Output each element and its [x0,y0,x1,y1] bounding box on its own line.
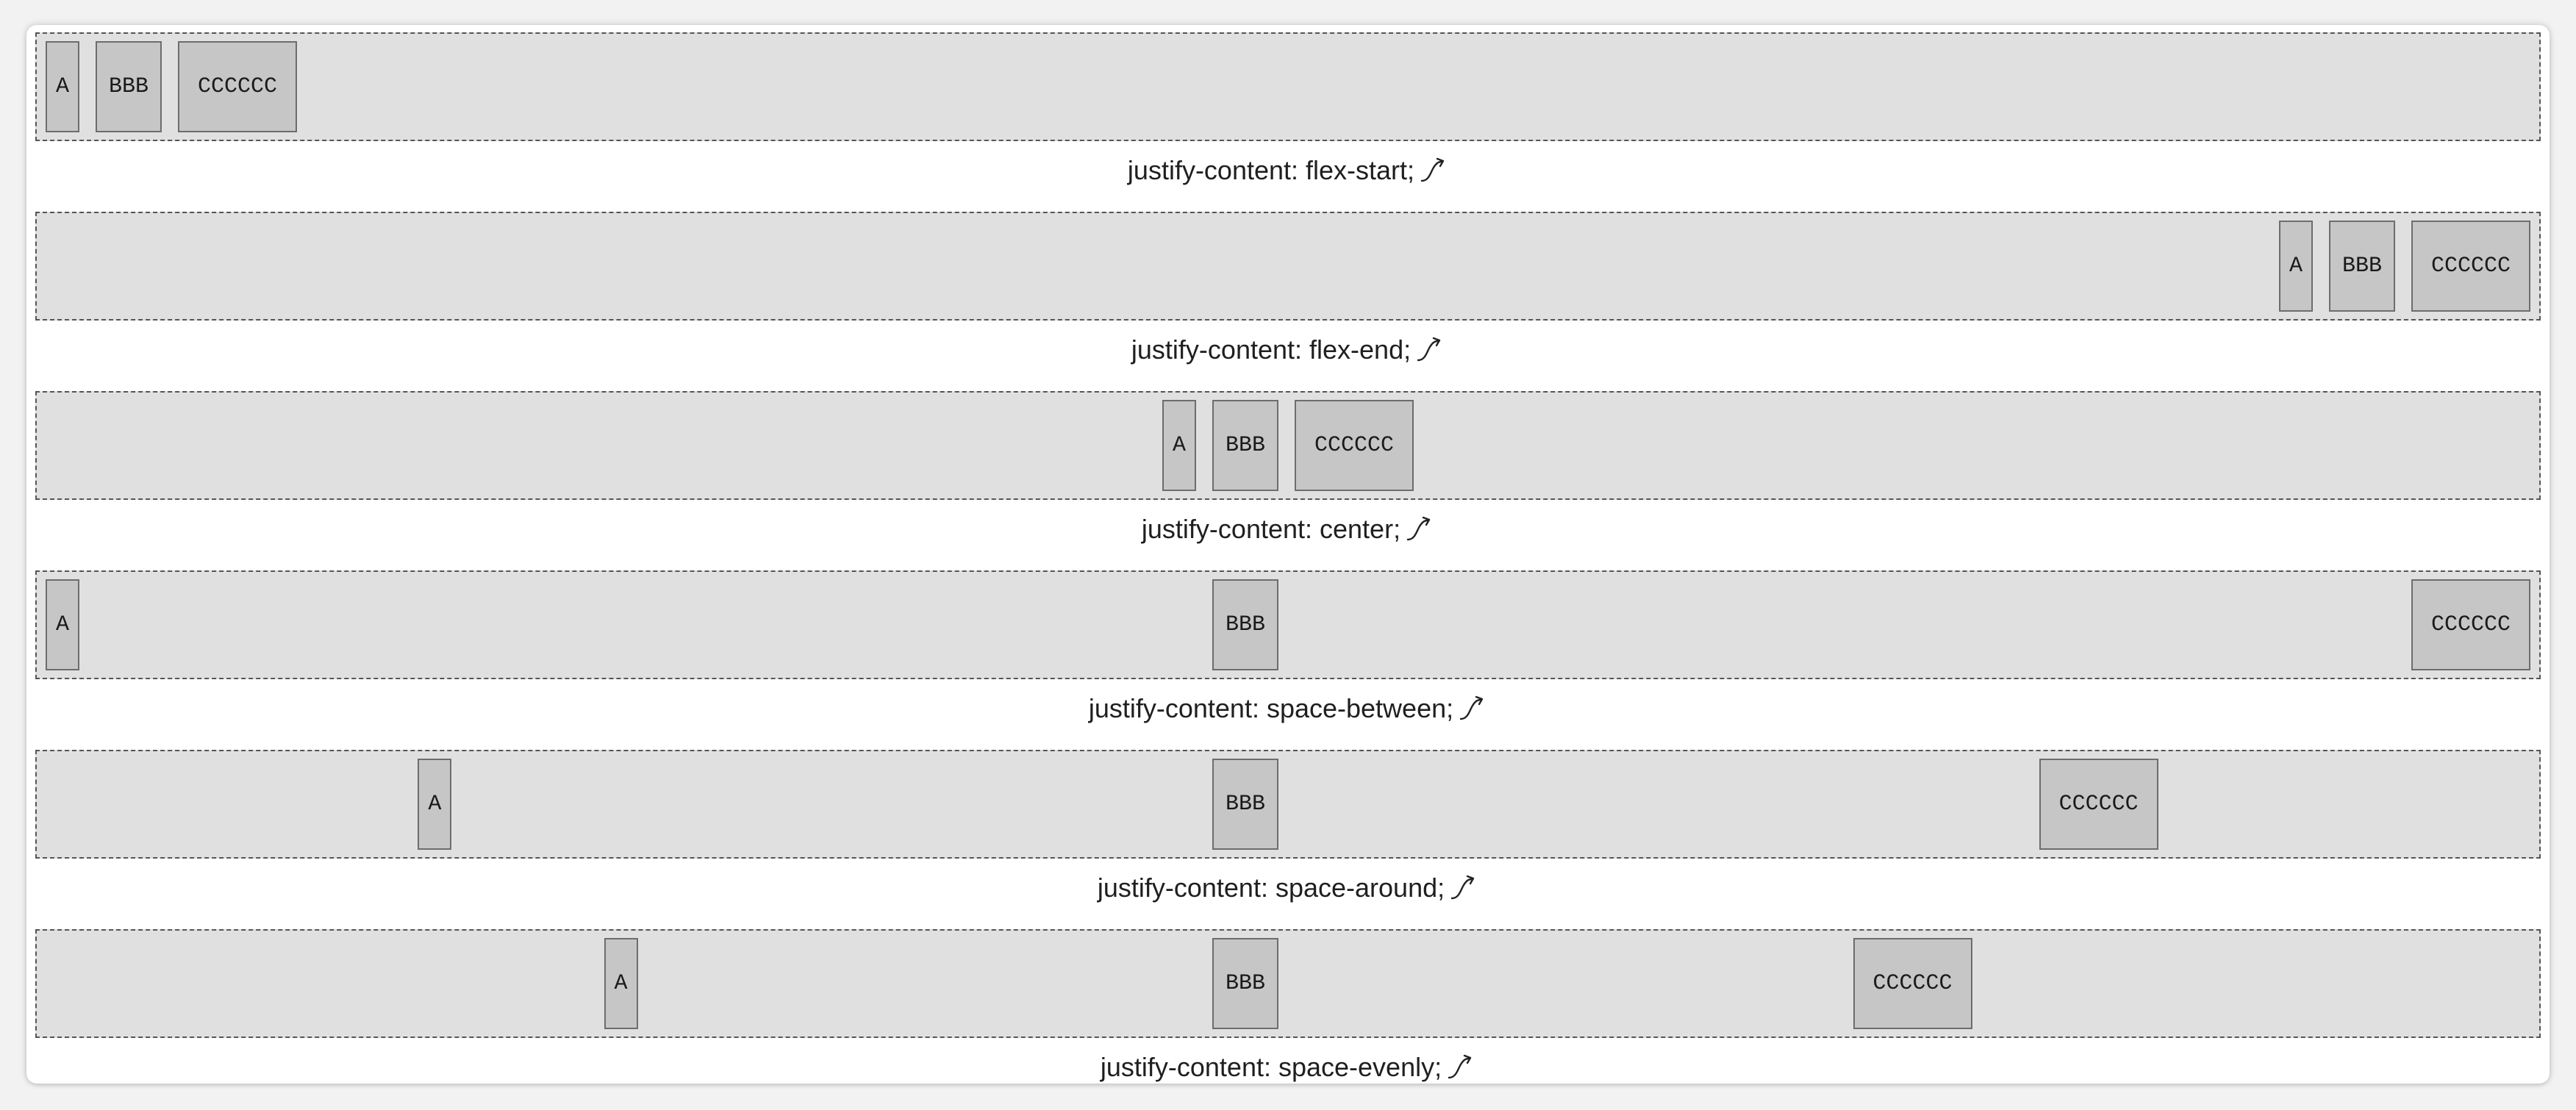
flex-item-a: A [418,759,452,850]
caption-text: justify-content: center; [1141,514,1401,544]
flex-item-c: CCCCCC [178,41,297,132]
flex-container: A BBB CCCCCC [35,32,2541,141]
curved-arrow-icon[interactable] [1458,694,1487,723]
caption-row: justify-content: space-around; [35,859,2541,917]
demo-space-evenly: A BBB CCCCCC justify-content: space-even… [35,929,2541,1084]
flex-item-a: A [2279,221,2313,312]
demo-panel: A BBB CCCCCC justify-content: flex-start… [26,25,2550,1084]
caption-row: justify-content: flex-end; [35,321,2541,379]
flex-item-c: CCCCCC [2411,221,2530,312]
flex-item-c: CCCCCC [2411,579,2530,670]
curved-arrow-icon[interactable] [1405,515,1434,544]
flex-item-b: BBB [96,41,162,132]
flex-item-b: BBB [2329,221,2395,312]
flex-container: A BBB CCCCCC [35,929,2541,1038]
demo-space-between: A BBB CCCCCC justify-content: space-betw… [35,570,2541,738]
flex-item-c: CCCCCC [1853,938,1972,1029]
caption-text: justify-content: space-evenly; [1100,1052,1442,1082]
flex-item-b: BBB [1212,400,1278,491]
flex-container: A BBB CCCCCC [35,750,2541,859]
flex-container: A BBB CCCCCC [35,391,2541,500]
curved-arrow-icon[interactable] [1449,873,1478,903]
flex-item-a: A [46,41,79,132]
flex-item-a: A [604,938,638,1029]
flex-item-b: BBB [1212,579,1278,670]
flex-item-c: CCCCCC [1295,400,1414,491]
flex-container: A BBB CCCCCC [35,212,2541,321]
flex-container: A BBB CCCCCC [35,570,2541,679]
caption-text: justify-content: flex-start; [1127,155,1415,185]
curved-arrow-icon[interactable] [1419,156,1448,185]
caption-text: justify-content: space-around; [1097,873,1445,903]
flex-item-a: A [1162,400,1196,491]
caption-row: justify-content: center; [35,500,2541,559]
caption-row: justify-content: space-evenly; [35,1038,2541,1084]
curved-arrow-icon[interactable] [1446,1053,1475,1082]
caption-row: justify-content: space-between; [35,679,2541,738]
flex-item-b: BBB [1212,938,1278,1029]
flex-item-a: A [46,579,79,670]
caption-text: justify-content: flex-end; [1131,334,1412,365]
demo-flex-end: A BBB CCCCCC justify-content: flex-end; [35,212,2541,379]
caption-text: justify-content: space-between; [1088,693,1454,723]
demo-space-around: A BBB CCCCCC justify-content: space-arou… [35,750,2541,917]
flex-item-b: BBB [1212,759,1278,850]
caption-row: justify-content: flex-start; [35,141,2541,200]
demo-center: A BBB CCCCCC justify-content: center; [35,391,2541,559]
flex-item-c: CCCCCC [2039,759,2158,850]
curved-arrow-icon[interactable] [1415,335,1445,365]
demo-flex-start: A BBB CCCCCC justify-content: flex-start… [35,32,2541,200]
